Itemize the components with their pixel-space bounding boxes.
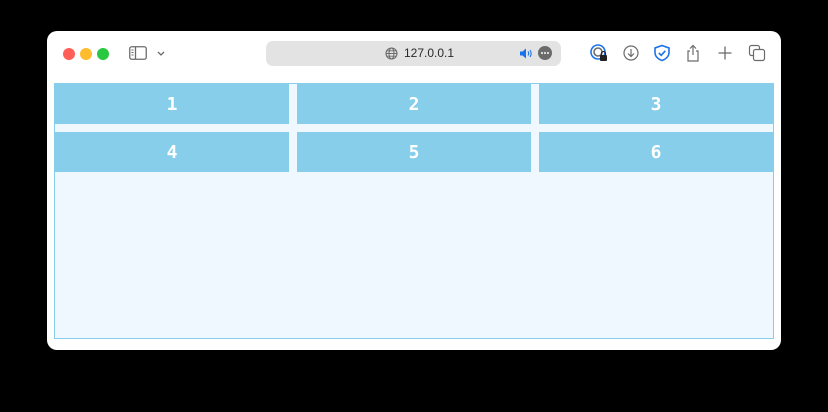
speaker-icon[interactable] [519,47,533,60]
globe-icon [385,47,398,60]
chevron-down-icon[interactable] [155,46,167,60]
grid-container: 1 2 3 4 5 6 [54,83,774,339]
minimize-window-button[interactable] [80,48,92,60]
grid-item-1: 1 [55,84,289,124]
sidebar-toggle-icon[interactable] [129,46,147,60]
url-text: 127.0.0.1 [404,46,455,60]
grid-item-4: 4 [55,132,289,172]
tab-overview-icon[interactable] [748,44,766,62]
address-bar[interactable]: 127.0.0.1 [266,41,561,66]
grid-item-2: 2 [297,84,531,124]
grid: 1 2 3 4 5 6 [55,84,773,172]
grid-item-6: 6 [539,132,773,172]
password-lock-icon[interactable] [590,44,608,62]
browser-toolbar: 127.0.0.1 [47,31,781,77]
new-tab-icon[interactable] [716,44,734,62]
grid-item-5: 5 [297,132,531,172]
browser-window: 127.0.0.1 [47,31,781,350]
share-icon[interactable] [684,44,702,62]
shield-check-icon[interactable] [653,44,671,62]
more-options-icon[interactable] [538,46,552,60]
zoom-window-button[interactable] [97,48,109,60]
close-window-button[interactable] [63,48,75,60]
download-icon[interactable] [622,44,640,62]
grid-item-3: 3 [539,84,773,124]
